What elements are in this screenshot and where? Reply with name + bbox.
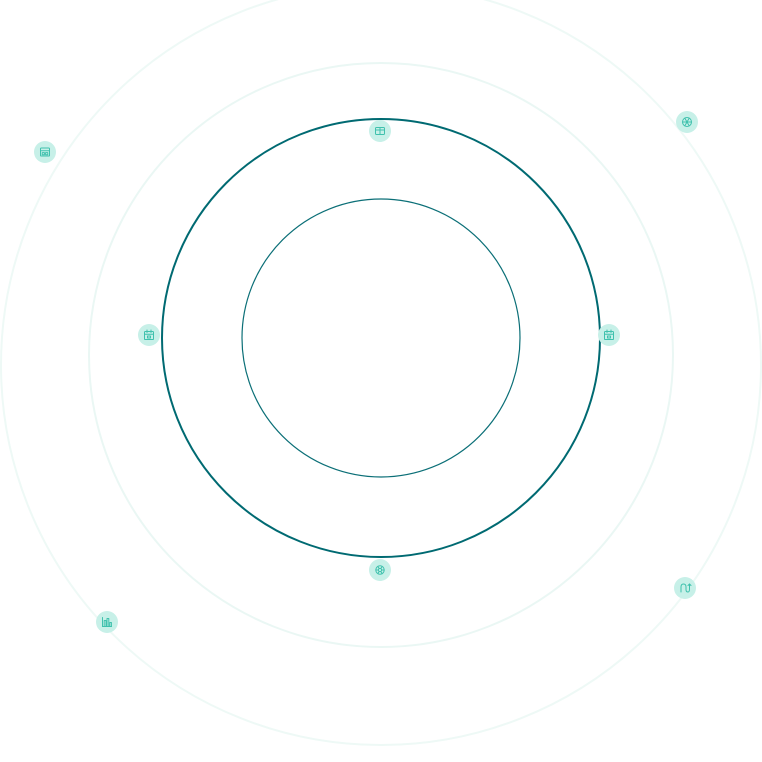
route-icon — [680, 583, 692, 593]
aperture-icon — [682, 117, 692, 127]
outer-ring — [0, 0, 762, 746]
layout-icon — [40, 147, 50, 157]
node-mid-left-badge — [138, 324, 160, 346]
bar-chart-icon — [102, 617, 112, 627]
node-bottom-right-badge — [674, 577, 696, 599]
settings-icon — [375, 565, 385, 575]
node-bottom-center — [369, 559, 391, 581]
calendar-icon — [604, 329, 614, 340]
node-mid-right-badge — [598, 324, 620, 346]
node-mid-left — [138, 324, 160, 346]
node-bottom-right — [674, 577, 696, 599]
rings-layer — [0, 0, 762, 746]
node-top-left — [34, 141, 56, 163]
nodes-layer — [34, 111, 698, 633]
node-top-right — [676, 111, 698, 133]
node-bottom-left — [96, 611, 118, 633]
inner-dark-ring — [241, 198, 521, 478]
window-icon — [375, 127, 385, 135]
node-top-left-badge — [34, 141, 56, 163]
node-mid-right — [598, 324, 620, 346]
calendar-icon — [144, 329, 154, 340]
middle-ring — [88, 62, 674, 648]
node-top-center — [369, 120, 391, 142]
node-bottom-center-badge — [369, 559, 391, 581]
large-dark-ring — [161, 118, 601, 558]
